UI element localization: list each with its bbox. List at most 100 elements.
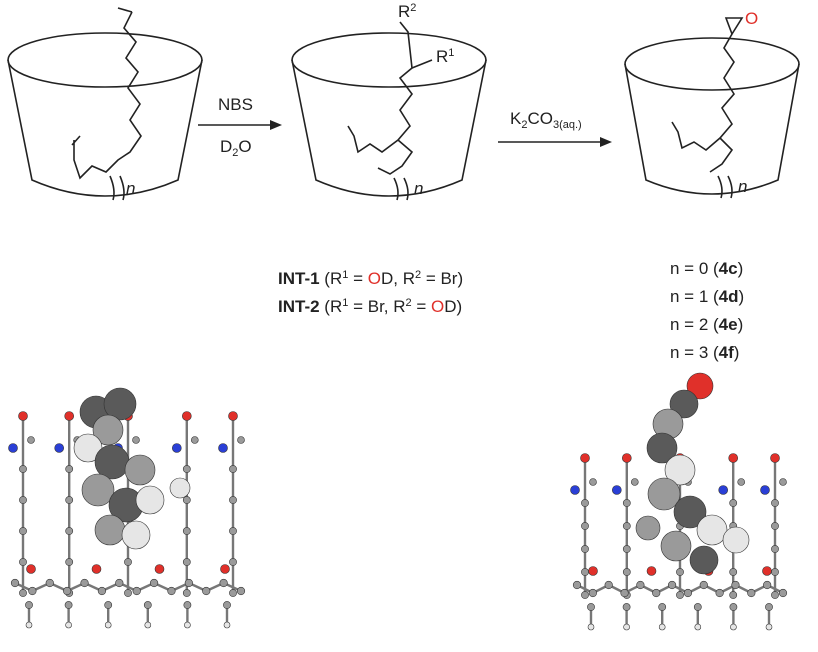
int2-label: INT-2 (R1 = Br, R2 = OD): [278, 297, 462, 316]
carbon-atom: [676, 591, 684, 599]
carbon-atom: [729, 499, 738, 507]
reagent-nbs: NBS: [218, 95, 253, 114]
oxygen-atom: [228, 411, 238, 421]
oxygen-atom: [64, 411, 74, 421]
cavitand-right: [624, 37, 800, 195]
guest-carbon: [81, 473, 115, 507]
guest-hydrogen: [135, 485, 165, 515]
carbon-atom: [676, 568, 684, 576]
guest-carbon: [92, 414, 124, 446]
carbon-atom: [771, 522, 779, 530]
nitrogen-atom: [218, 443, 228, 453]
n-label-left: n: [126, 179, 135, 198]
carbon-atom: [622, 499, 631, 507]
oxygen-atom: [588, 566, 598, 576]
carbon-atom: [184, 578, 193, 588]
carbon-atom: [771, 499, 779, 507]
hydrogen-atom: [658, 623, 666, 631]
carbon-atom: [683, 588, 693, 598]
oxygen-atom: [154, 564, 165, 574]
guest-hydrogen: [169, 477, 191, 499]
carbon-atom: [729, 591, 738, 599]
carbon-atom: [229, 527, 237, 535]
hydrogen-atom: [623, 623, 630, 631]
carbon-atom: [219, 578, 228, 588]
carbon-atom: [229, 496, 237, 504]
product-label-4f: n = 3 (4f): [670, 343, 739, 362]
carbon-atom: [149, 578, 159, 588]
carbon-atom: [581, 591, 589, 599]
epoxide-oxygen: O: [745, 9, 758, 28]
carbon-atom: [19, 589, 27, 597]
carbon-atom: [182, 558, 191, 566]
carbon-atom: [65, 527, 74, 535]
guest-carbon: [103, 387, 137, 421]
carbon-atom: [10, 578, 20, 588]
carbon-atom: [97, 586, 107, 596]
carbon-atom: [182, 589, 191, 597]
carbon-atom: [45, 578, 54, 588]
carbon-atom: [581, 499, 589, 507]
carbon-atom: [587, 603, 595, 611]
cavitand-middle: [291, 32, 487, 197]
carbon-atom: [27, 436, 35, 444]
hydrogen-atom: [765, 623, 773, 631]
carbon-atom: [622, 522, 631, 530]
nitrogen-atom: [760, 485, 770, 495]
oxygen-atom: [621, 453, 632, 463]
nitrogen-atom: [570, 485, 580, 495]
product-list: n = 0 (4c) n = 1 (4d) n = 2 (4e) n = 3 (…: [670, 259, 744, 362]
carbon-atom: [636, 580, 645, 590]
carbon-atom: [80, 578, 89, 588]
molecular-model-right: [570, 372, 788, 631]
hydrogen-atom: [223, 621, 231, 629]
nitrogen-atom: [718, 485, 729, 495]
carbon-atom: [65, 465, 74, 473]
carbon-atom: [658, 603, 667, 611]
guest-chain-right: [671, 17, 744, 199]
guest-hydrogen: [121, 520, 151, 550]
oxygen-atom: [580, 453, 590, 463]
carbon-atom: [622, 568, 631, 576]
reagent-k2co3: K2CO3(aq.): [510, 109, 582, 131]
int1-label: INT-1 (R1 = OD, R2 = Br): [278, 269, 463, 288]
hydrogen-atom: [730, 623, 737, 631]
carbon-atom: [182, 527, 191, 535]
guest-hydrogen: [664, 454, 696, 486]
carbon-atom: [65, 496, 74, 504]
oxygen-atom: [220, 564, 230, 574]
carbon-atom: [182, 496, 191, 504]
oxygen-atom: [91, 564, 102, 574]
hydrogen-atom: [587, 623, 595, 631]
guest-carbon: [669, 389, 699, 419]
guest-carbon: [635, 515, 661, 541]
carbon-atom: [115, 578, 124, 588]
carbon-atom: [572, 580, 582, 590]
carbon-atom: [729, 568, 738, 576]
carbon-atom: [622, 603, 631, 611]
carbon-atom: [581, 545, 589, 553]
carbon-atom: [771, 591, 779, 599]
carbon-atom: [223, 601, 231, 609]
carbon-atom: [64, 601, 73, 609]
product-label-4d: n = 1 (4d): [670, 287, 744, 306]
carbon-atom: [763, 580, 772, 590]
carbon-atom: [132, 436, 140, 444]
n-label-middle: n: [414, 179, 423, 198]
carbon-atom: [182, 465, 191, 473]
reagent-d2o: D2O: [220, 137, 252, 159]
oxygen-atom: [182, 411, 192, 421]
carbon-atom: [229, 558, 237, 566]
carbon-atom: [737, 478, 746, 486]
carbon-atom: [229, 465, 237, 473]
carbon-atom: [620, 588, 629, 598]
guest-carbon: [647, 477, 681, 511]
hydrogen-atom: [65, 621, 72, 629]
guest-carbon: [124, 454, 156, 486]
carbon-atom: [237, 436, 245, 444]
oxygen-atom: [762, 566, 772, 576]
carbon-atom: [183, 601, 192, 609]
nitrogen-atom: [8, 443, 18, 453]
hydrogen-atom: [184, 621, 191, 629]
